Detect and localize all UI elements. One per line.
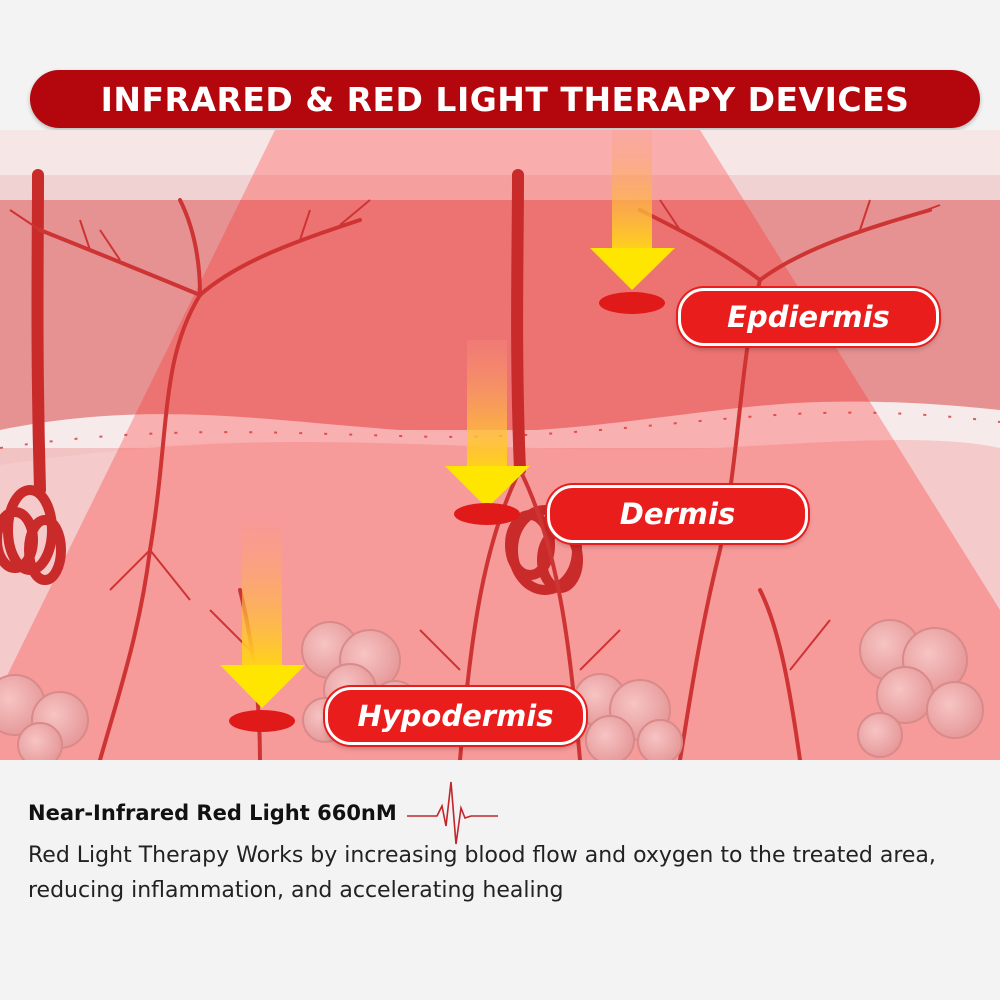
epidermis-label: Epdiermis bbox=[678, 288, 939, 346]
arrow-hypodermis bbox=[220, 525, 305, 732]
heartbeat-icon bbox=[406, 781, 498, 845]
info-heading-row: Near-Infrared Red Light 660nM bbox=[28, 778, 500, 848]
dermis-label: Dermis bbox=[547, 485, 808, 543]
banner-title: INFRARED & RED LIGHT THERAPY DEVICES bbox=[100, 79, 910, 119]
arrow-epidermis bbox=[590, 130, 675, 314]
title-banner: INFRARED & RED LIGHT THERAPY DEVICES bbox=[30, 70, 980, 128]
info-description: Red Light Therapy Works by increasing bl… bbox=[28, 843, 936, 903]
hypodermis-label: Hypodermis bbox=[325, 687, 586, 745]
hypodermis-label-text: Hypodermis bbox=[357, 699, 554, 733]
arrow-dermis bbox=[445, 340, 530, 525]
info-heading: Near-Infrared Red Light 660nM bbox=[28, 801, 397, 825]
dermis-label-text: Dermis bbox=[619, 497, 736, 531]
skin-layers-illustration bbox=[0, 130, 1000, 760]
epidermis-label-text: Epdiermis bbox=[727, 300, 890, 334]
